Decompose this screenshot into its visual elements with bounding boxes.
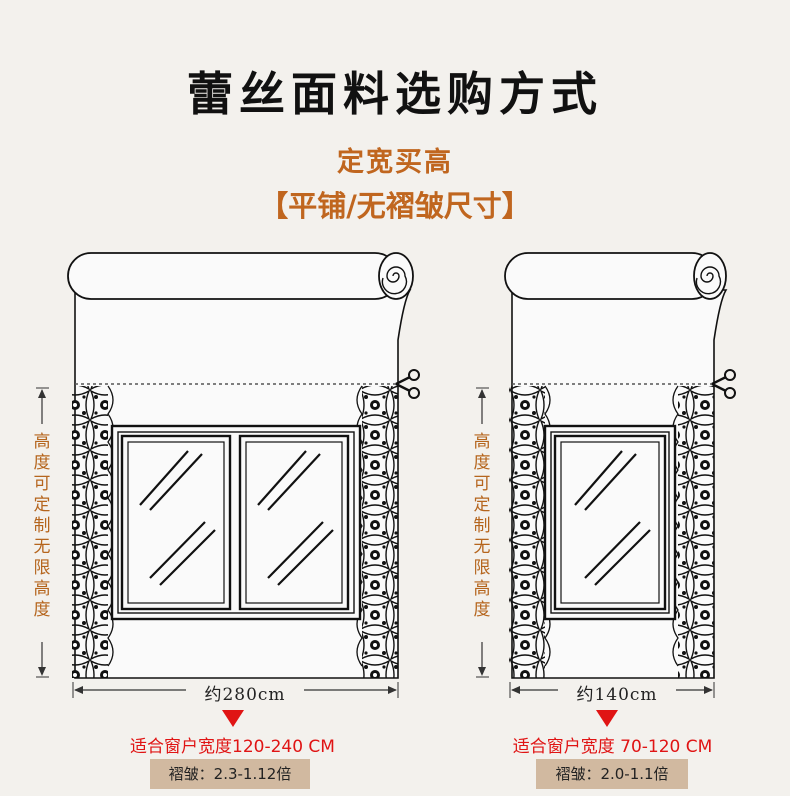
fabric-roll-icon: [504, 252, 727, 300]
right-curtain-panel: [476, 252, 736, 698]
window-icon: [110, 424, 362, 621]
width-label: 约280cm: [186, 680, 304, 705]
pleat-ratio-badge: 褶皱：2.0-1.1倍: [536, 759, 688, 789]
down-arrow-icon: [596, 710, 618, 727]
scissors-icon: [395, 369, 420, 399]
lace-border-icon: [509, 385, 714, 678]
height-dimension-arrow: [36, 387, 49, 678]
fabric-roll-icon: [67, 252, 414, 300]
window-icon: [543, 424, 677, 621]
page-title: 蕾丝面料选购方式: [187, 67, 603, 121]
pleat-ratio-badge: 褶皱：2.3-1.12倍: [150, 759, 310, 789]
height-dimension-arrow: [476, 387, 489, 678]
height-label: 高度可定制无限高度: [33, 432, 51, 620]
width-label: 约140cm: [558, 680, 676, 705]
subtitle: 定宽买高: [337, 147, 453, 178]
lace-border-icon: [72, 385, 398, 678]
subtitle-size-note: 【平铺/无褶皱尺寸】: [259, 189, 531, 223]
fit-window-width-text: 适合窗户宽度120-240 CM: [130, 737, 335, 757]
height-label: 高度可定制无限高度: [473, 432, 491, 620]
fit-window-width-text: 适合窗户宽度 70-120 CM: [512, 737, 713, 757]
down-arrow-icon: [222, 710, 244, 727]
scissors-icon: [711, 369, 736, 399]
left-curtain-panel: [36, 252, 420, 698]
